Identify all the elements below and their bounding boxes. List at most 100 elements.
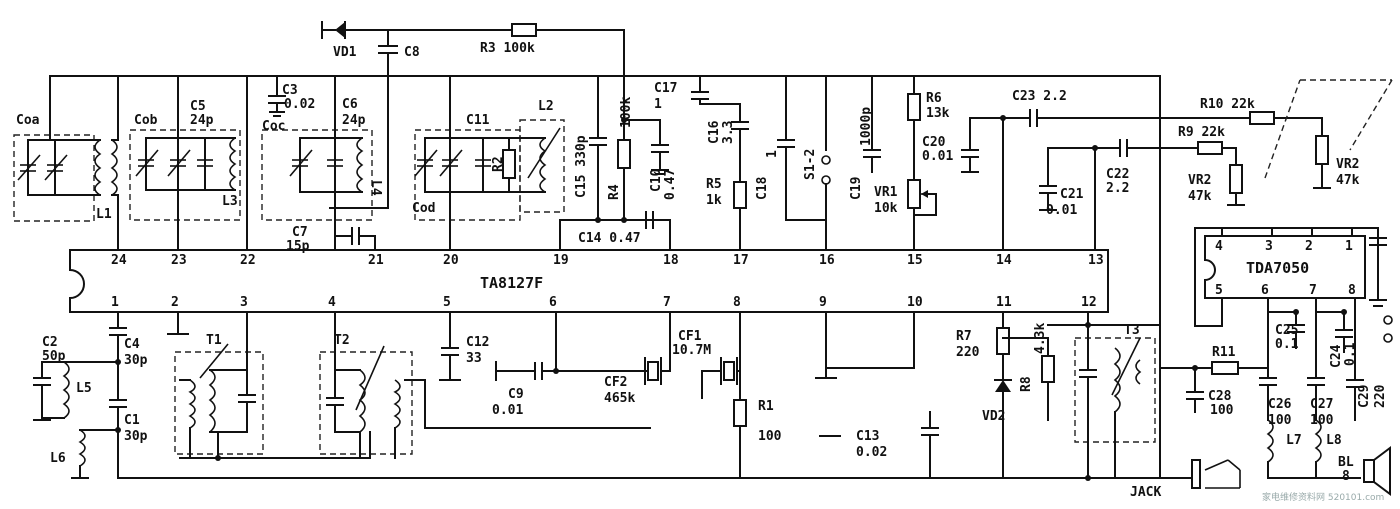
c28-label: C28 xyxy=(1208,389,1232,404)
antenna-input-network: C2 50p L5 C4 30p C1 30p L6 xyxy=(33,311,189,479)
c20-value: 0.01 xyxy=(922,149,953,164)
coa-l1-block: Coa L1 xyxy=(13,75,119,251)
c12-value: 33 xyxy=(466,351,482,366)
l5-label: L5 xyxy=(76,381,92,396)
pin-number: 1 xyxy=(1345,239,1353,254)
pin-number: 21 xyxy=(368,253,384,268)
c7-label: C7 xyxy=(292,225,308,240)
r5-label: R5 xyxy=(706,177,722,192)
c18-value: 1 xyxy=(765,150,780,158)
c9-value: 0.01 xyxy=(492,403,523,418)
pin19-network: C15 330p R4 100k C10 0.47 C14 0.47 xyxy=(559,75,678,251)
r8-label: R8 xyxy=(1019,376,1034,392)
vr2b-value: 47k xyxy=(1336,173,1360,188)
pin-number: 5 xyxy=(1215,283,1223,298)
c5-label: C5 xyxy=(190,99,206,114)
vr2a-label: VR2 xyxy=(1188,173,1211,188)
r7-value: 220 xyxy=(956,345,980,360)
c9-label: C9 xyxy=(508,387,524,402)
c23-label: C23 2.2 xyxy=(1012,89,1067,104)
c2-value: 50p xyxy=(42,349,66,364)
l2-label: L2 xyxy=(538,99,554,114)
t1-transformer: T1 xyxy=(174,311,371,461)
c14-label: C14 0.47 xyxy=(578,231,641,246)
c7-capacitor: C7 15p xyxy=(286,225,376,254)
r5-value: 1k xyxy=(706,193,722,208)
c3-value: 0.02 xyxy=(284,97,315,112)
pin-number: 10 xyxy=(907,295,923,310)
t3-transformer: T3 xyxy=(1047,311,1161,481)
c16-value: 3.3 xyxy=(721,121,736,144)
r9-r10-vr2-network: R10 22k R9 22k VR2 47k VR2 47k xyxy=(1178,79,1393,206)
jack-connector: JACK xyxy=(1130,459,1241,500)
pin-number: 18 xyxy=(663,253,679,268)
r7-label: R7 xyxy=(956,329,972,344)
pin-number: 12 xyxy=(1081,295,1097,310)
pin-number: 4 xyxy=(1215,239,1223,254)
bl-value: 8 xyxy=(1342,469,1350,484)
vd1-label: VD1 xyxy=(333,45,357,60)
s1-label: S1-2 xyxy=(803,149,818,180)
c7-value: 15p xyxy=(286,239,310,254)
c20-c23-network: C23 2.2 xyxy=(961,89,1251,251)
c18-s1-network: C18 1 S1-2 xyxy=(755,75,831,251)
c26-label: C26 xyxy=(1268,397,1292,412)
c10-label: C10 xyxy=(649,168,664,192)
l3-label: L3 xyxy=(222,194,238,209)
c4-label: C4 xyxy=(124,337,140,352)
c2-label: C2 xyxy=(42,335,58,350)
vd1-c8-r3-network: VD1 C8 R3 100k xyxy=(321,21,625,221)
pin-number: 16 xyxy=(819,253,835,268)
r7-r8-vd2-network: R7 220 R8 4.3k VD2 xyxy=(956,311,1055,479)
c6-label: C6 xyxy=(342,97,358,112)
cf1-label: CF1 xyxy=(678,329,702,344)
cod-c11-r2-l2-block: C11 R2 Cod L2 xyxy=(412,75,565,251)
c21-value: 0.01 xyxy=(1046,203,1077,218)
vr1-value: 10k xyxy=(874,201,898,216)
pin-number: 7 xyxy=(663,295,671,310)
c3-label: C3 xyxy=(282,83,298,98)
c20-label: C20 xyxy=(922,135,946,150)
c10-value: 0.47 xyxy=(663,169,678,200)
pin-number: 8 xyxy=(1348,283,1356,298)
c4-value: 30p xyxy=(124,353,148,368)
vr2a-value: 47k xyxy=(1188,189,1212,204)
c17-c16-r5-network: C17 1 C16 3.3 R5 1k xyxy=(654,75,749,251)
pin-number: 19 xyxy=(553,253,569,268)
cf2-label: CF2 xyxy=(604,375,627,390)
coc-label: Coc xyxy=(262,119,285,134)
c22-label: C22 xyxy=(1106,167,1129,182)
r9-label: R9 22k xyxy=(1178,125,1225,140)
l8-label: L8 xyxy=(1326,433,1342,448)
c12-capacitor: C12 33 xyxy=(439,311,489,381)
pin-number: 7 xyxy=(1309,283,1317,298)
c25-label: C25 xyxy=(1275,323,1298,338)
r4-label: R4 xyxy=(607,184,622,200)
vd2-label: VD2 xyxy=(982,409,1005,424)
cob-label: Cob xyxy=(134,113,158,128)
pin-number: 1 xyxy=(111,295,119,310)
c27-label: C27 xyxy=(1310,397,1333,412)
c12-label: C12 xyxy=(466,335,489,350)
pin-number: 22 xyxy=(240,253,256,268)
cf1-r1-network: CF1 10.7M R1 100 xyxy=(649,311,782,479)
cod-label: Cod xyxy=(412,201,435,216)
c24-label: C24 xyxy=(1329,344,1344,368)
pin-number: 14 xyxy=(996,253,1012,268)
t1-label: T1 xyxy=(206,333,222,348)
vr2b-label: VR2 xyxy=(1336,157,1359,172)
c9-cf2-network: C9 0.01 CF2 465k xyxy=(492,311,671,418)
r1-value: 100 xyxy=(758,429,782,444)
r6-value: 13k xyxy=(926,106,950,121)
c28-value: 100 xyxy=(1210,403,1234,418)
c5-value: 24p xyxy=(190,113,214,128)
ic-ta8127f-label: TA8127F xyxy=(480,274,543,292)
c21-c22-network: C21 0.01 C22 2.2 xyxy=(1039,139,1199,251)
pin-number: 6 xyxy=(1261,283,1269,298)
jack-label: JACK xyxy=(1130,485,1161,500)
pin9-10-c13-network: C13 0.02 xyxy=(815,311,939,479)
c27-value: 100 xyxy=(1310,413,1334,428)
cf1-value: 10.7M xyxy=(672,343,711,358)
t3-label: T3 xyxy=(1124,323,1140,338)
c19-value: 1000p xyxy=(859,107,874,146)
